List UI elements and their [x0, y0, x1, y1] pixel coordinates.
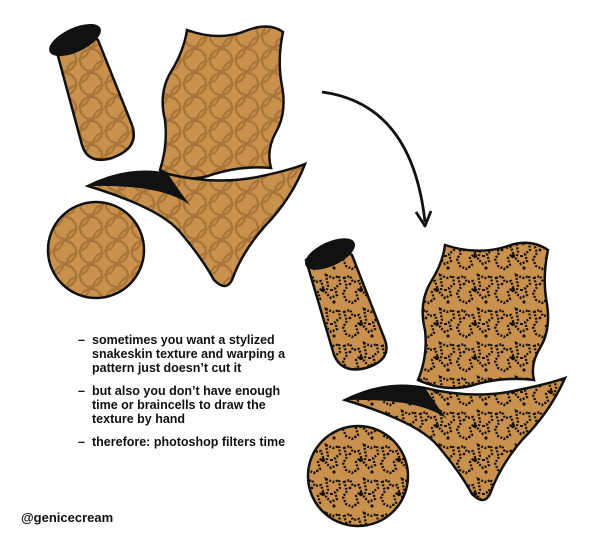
- sheet-smooth: [158, 25, 285, 180]
- curved-arrow-icon: [321, 90, 433, 228]
- notes-list: – sometimes you want a stylized snakeski…: [78, 333, 308, 458]
- note-item: – therefore: photoshop filters time: [78, 435, 308, 449]
- circle-filtered: [306, 424, 410, 528]
- tube-smooth: [49, 23, 135, 162]
- note-bullet: –: [78, 333, 85, 347]
- note-text: therefore: photoshop filters time: [92, 435, 286, 449]
- credit-handle: @genicecream: [21, 510, 114, 525]
- ribbon-filtered: [341, 375, 568, 502]
- note-item: – but also you don’t have enough time or…: [78, 384, 308, 426]
- ribbon-smooth: [84, 161, 308, 288]
- circle-smooth: [46, 200, 146, 300]
- note-bullet: –: [78, 384, 85, 398]
- note-text: sometimes you want a stylized snakeskin …: [92, 333, 286, 375]
- note-text: but also you don’t have enough time or b…: [92, 384, 281, 426]
- note-bullet: –: [78, 435, 85, 449]
- tube-filtered: [304, 238, 388, 371]
- sheet-filtered: [416, 241, 550, 390]
- note-item: – sometimes you want a stylized snakeski…: [78, 333, 308, 375]
